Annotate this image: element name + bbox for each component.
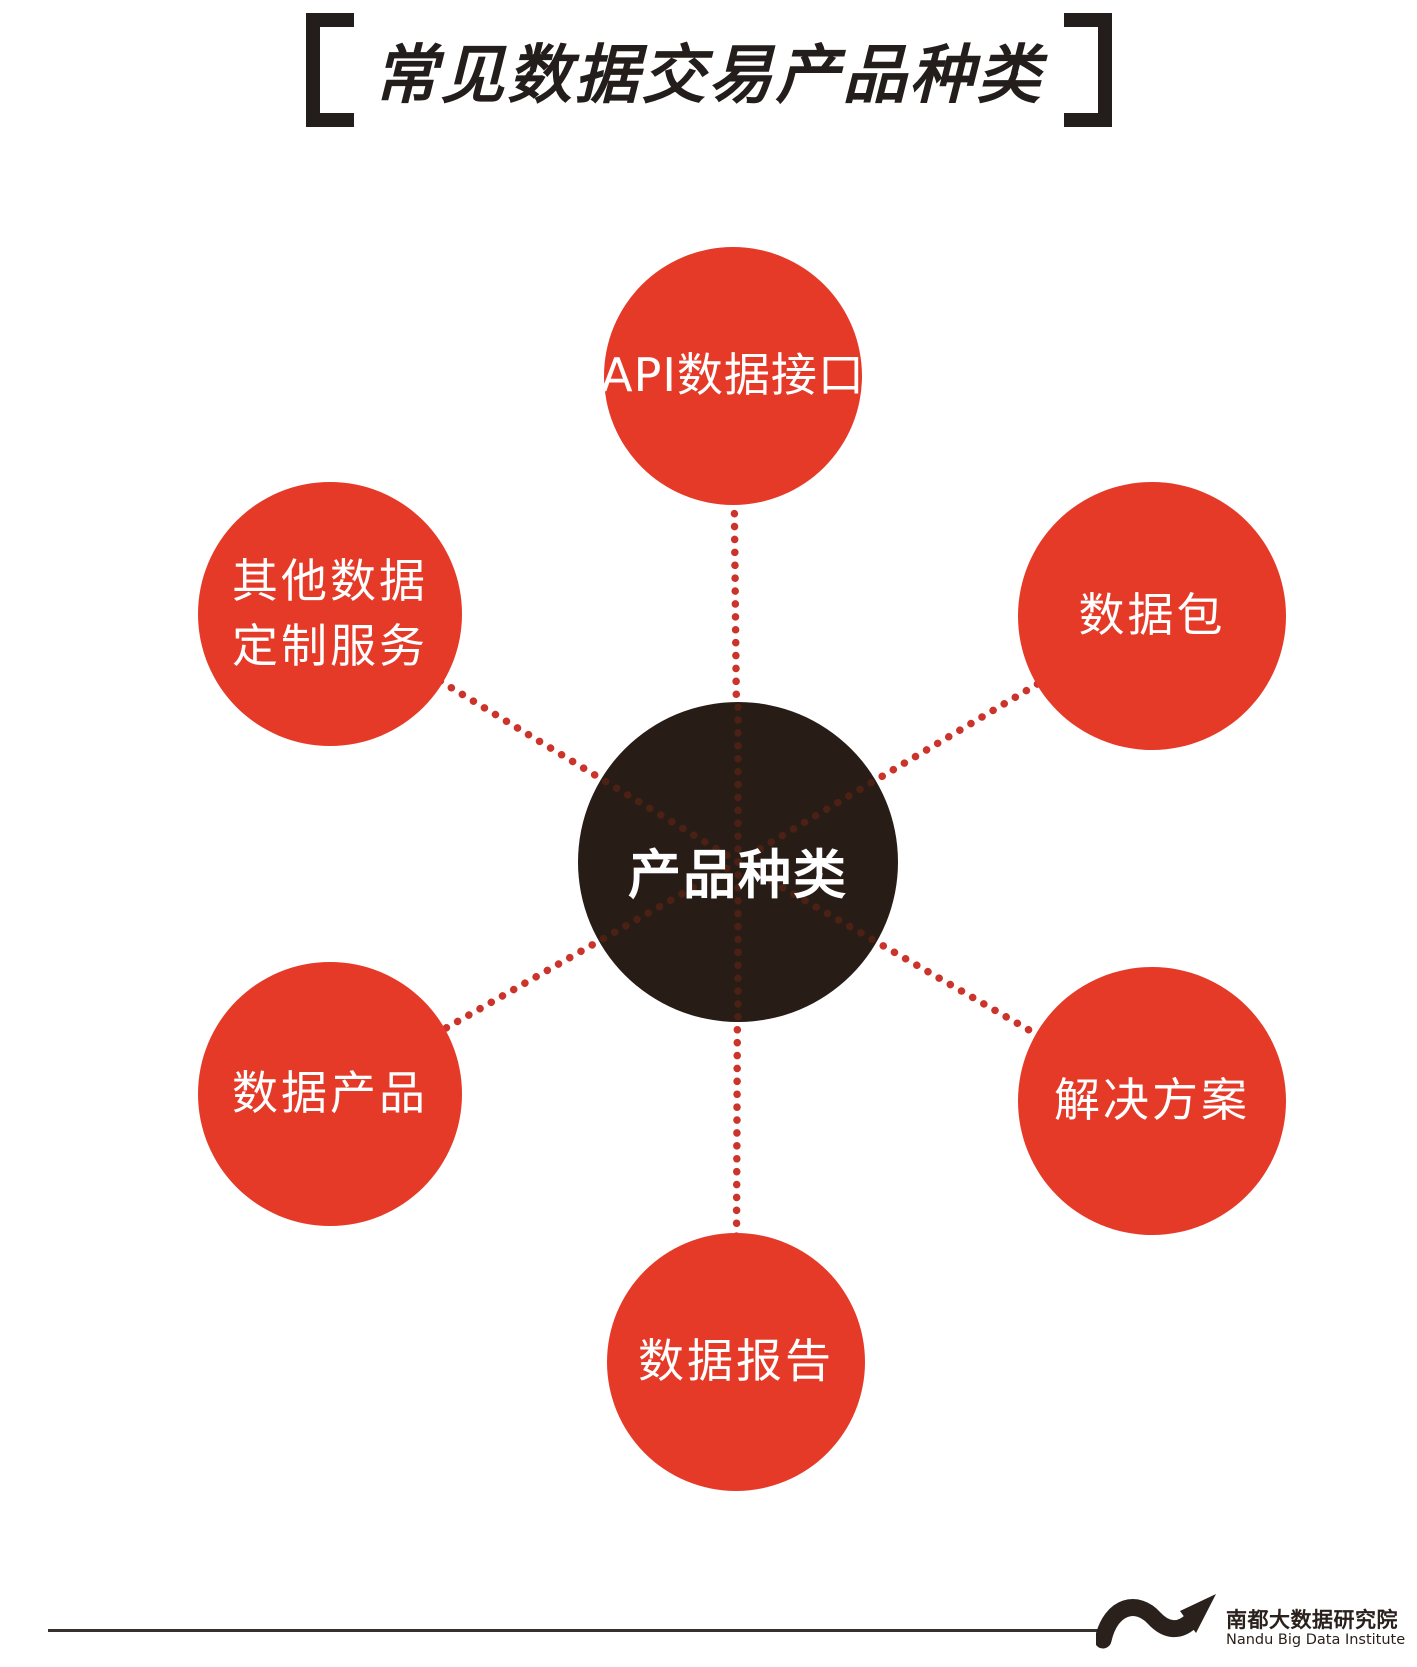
nandu-logo-icon xyxy=(1096,1594,1216,1649)
title-bracket-left-icon xyxy=(305,13,354,127)
node-label: 解决方案 xyxy=(1054,1073,1250,1128)
footer-org-name-cn: 南都大数据研究院 xyxy=(1226,1608,1398,1632)
center-node-label: 产品种类 xyxy=(628,845,848,906)
node-label-line1: 其他数据 xyxy=(232,553,428,608)
page-title: 常见数据交易产品种类 xyxy=(373,39,1044,113)
node-data-product: 数据产品 xyxy=(198,962,462,1226)
node-solutions: 解决方案 xyxy=(1018,967,1286,1235)
node-label: API数据接口 xyxy=(601,348,865,403)
node-data-report: 数据报告 xyxy=(607,1233,865,1491)
node-label: 数据报告 xyxy=(638,1334,834,1389)
page-title-bar: 常见数据交易产品种类 xyxy=(0,8,1417,132)
node-other-custom-service: 其他数据 定制服务 xyxy=(198,482,462,746)
title-bracket-right-icon xyxy=(1063,13,1112,127)
node-data-package: 数据包 xyxy=(1018,482,1286,750)
node-label: 数据包 xyxy=(1078,588,1226,643)
footer-divider xyxy=(48,1629,1104,1632)
node-label-line2: 定制服务 xyxy=(232,619,428,673)
node-label: 数据产品 xyxy=(232,1066,428,1121)
footer-org-name-en: Nandu Big Data Institute xyxy=(1226,1632,1406,1648)
node-api-data-interface: API数据接口 xyxy=(601,247,865,505)
